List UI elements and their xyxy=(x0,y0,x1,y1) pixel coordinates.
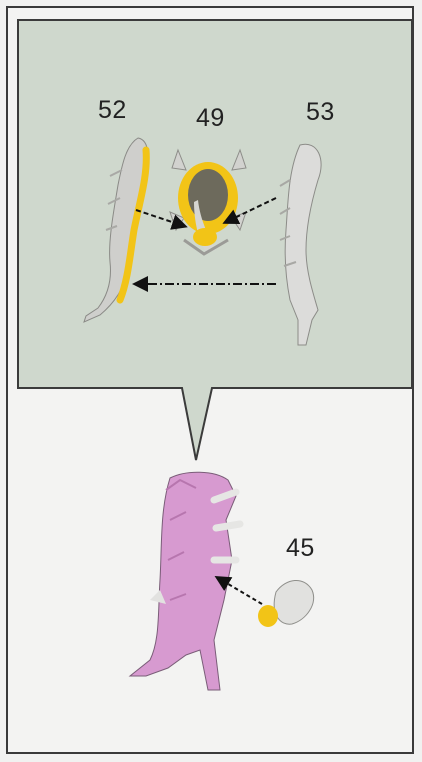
part-label-49: 49 xyxy=(196,104,225,133)
part-label-45: 45 xyxy=(286,534,315,563)
part-label-52: 52 xyxy=(98,96,127,125)
part-label-53: 53 xyxy=(306,98,335,127)
part-45-shape xyxy=(258,580,314,627)
